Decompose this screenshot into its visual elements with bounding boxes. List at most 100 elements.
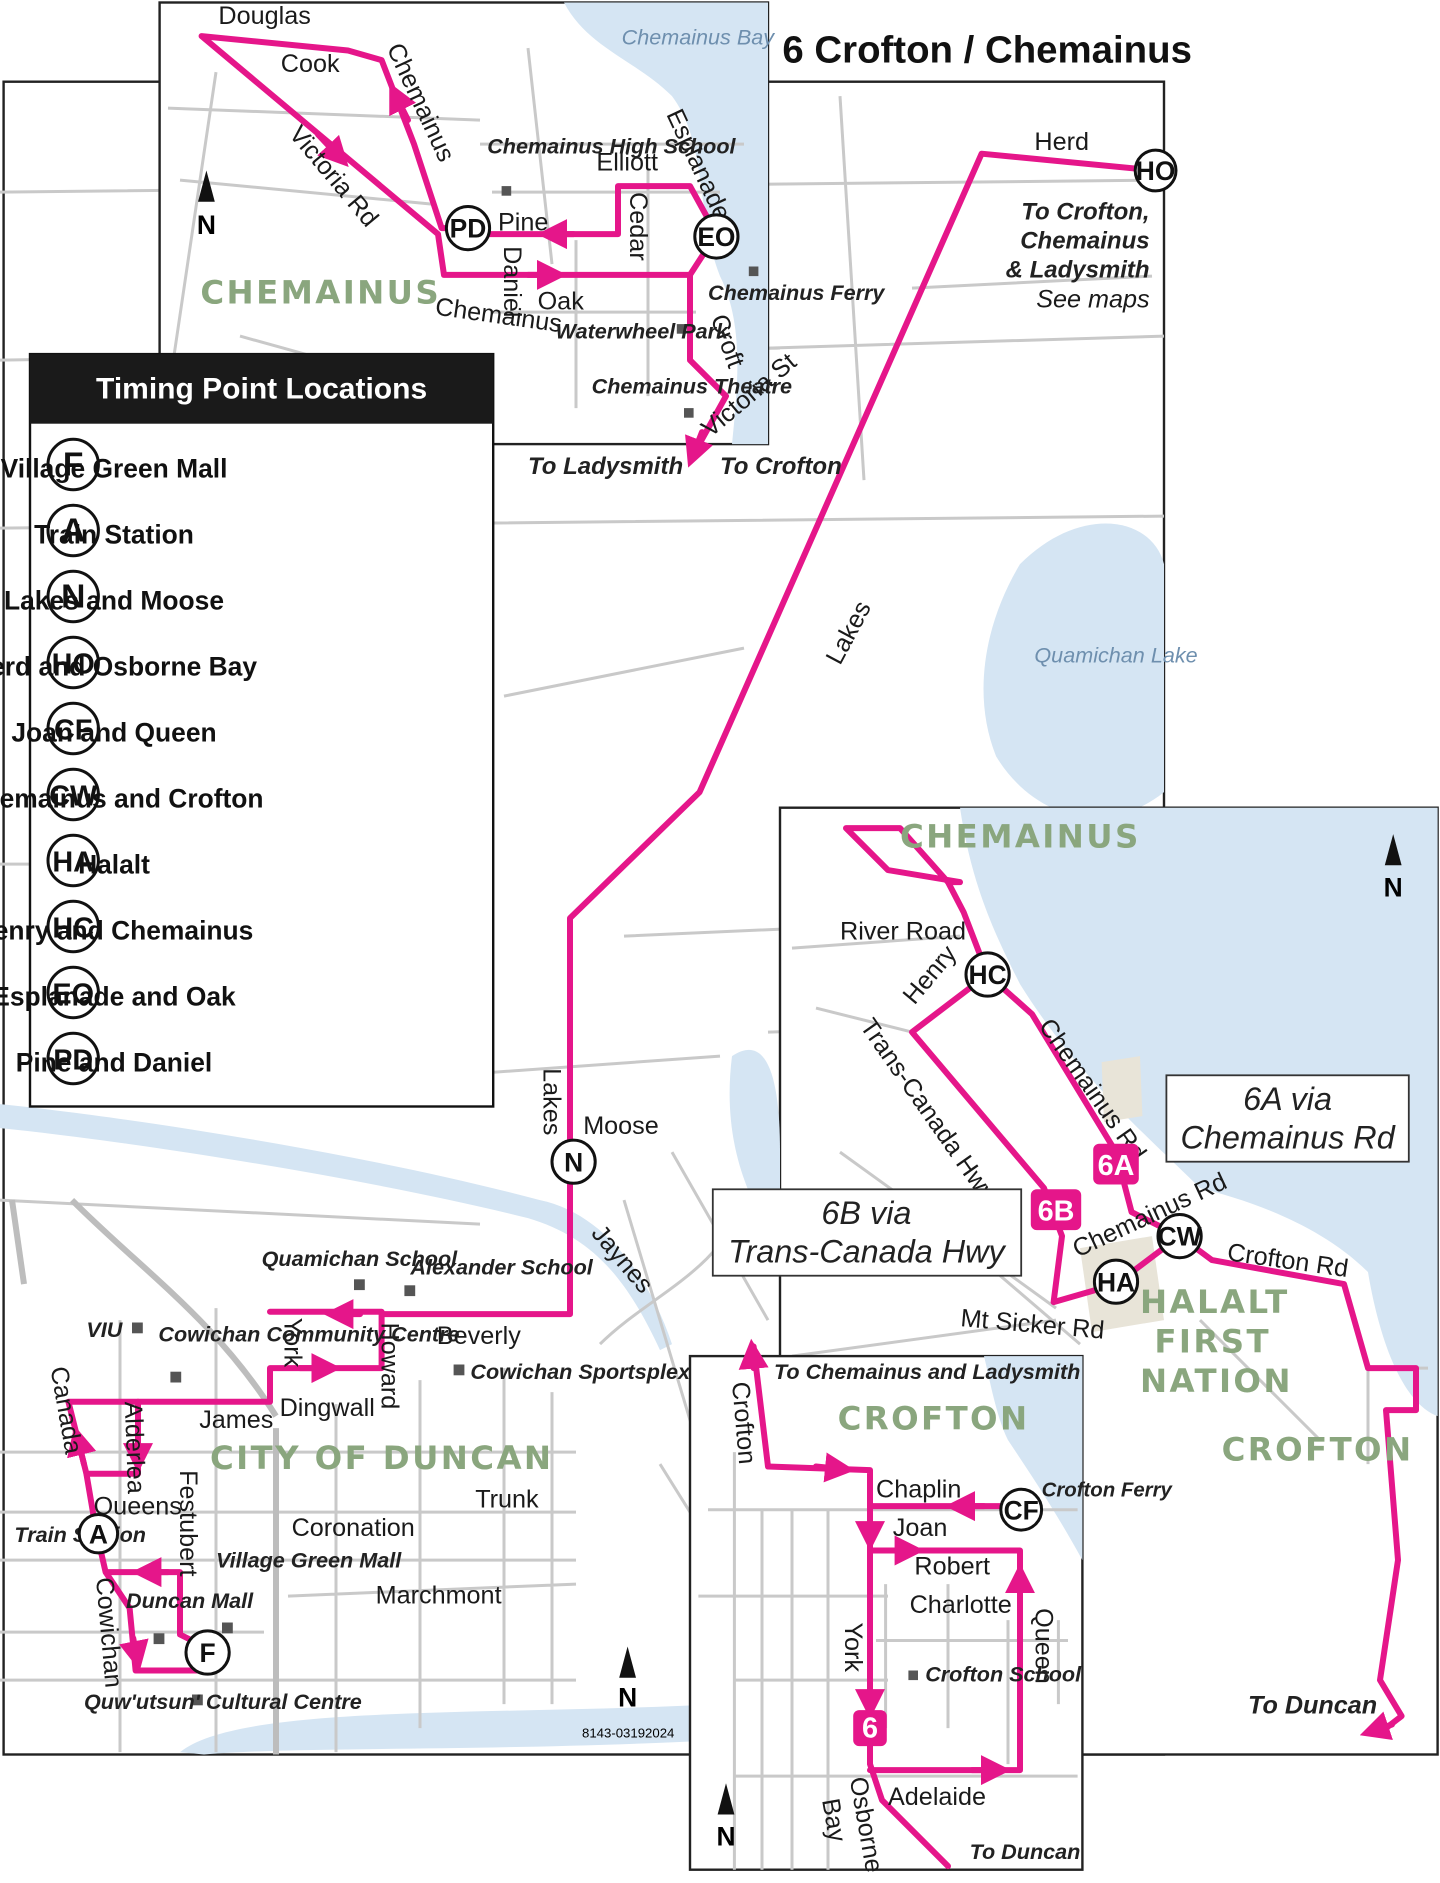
town-label: HALALT: [1140, 1283, 1290, 1321]
timing-point-N: N: [550, 1138, 597, 1185]
legend-label: Henry and Chemainus: [0, 916, 253, 946]
legend-code: F: [63, 446, 84, 483]
timing-point-CF: CF: [999, 1487, 1044, 1532]
timing-point-icon: [46, 437, 100, 492]
route-badge-6b: 6B: [1030, 1189, 1082, 1231]
svg-text:N: N: [1384, 873, 1403, 903]
town-label: CHEMAINUS: [900, 817, 1141, 855]
route-badge-6a: 6A: [1093, 1143, 1139, 1185]
variant-6a-callout: [1165, 1074, 1410, 1163]
street-label: Herd: [1034, 128, 1089, 156]
street-label: Crofton: [726, 1381, 761, 1466]
north-arrow-icon: N: [618, 1646, 637, 1713]
timing-point-HC: HC: [964, 951, 1011, 998]
variant-6a-line1: 6A via: [1243, 1081, 1332, 1117]
svg-text:EO: EO: [697, 222, 735, 252]
legend-title: Timing Point Locations: [96, 373, 427, 406]
street-label: Festubert: [174, 1470, 202, 1576]
variant-6b-callout: [711, 1188, 1023, 1277]
street-label: Oak: [538, 288, 585, 316]
to-label: To Duncan: [970, 1839, 1081, 1864]
place-label: Duncan Mall: [126, 1588, 254, 1613]
street-label: Dingwall: [280, 1394, 375, 1422]
legend-code: HA: [52, 846, 94, 878]
north-arrow-icon: N: [197, 170, 216, 240]
street-label: Howard: [376, 1323, 404, 1410]
street-label: Elliott: [596, 149, 658, 177]
legend-label: Halalt: [78, 850, 150, 880]
svg-text:A: A: [89, 1519, 108, 1549]
legend-label: Train Station: [34, 520, 194, 550]
svg-text:HA: HA: [1097, 1267, 1135, 1297]
street-label: James: [199, 1406, 273, 1434]
svg-text:F: F: [200, 1638, 216, 1668]
street-label: Trunk: [475, 1485, 539, 1513]
legend-code: A: [61, 512, 85, 549]
legend-code: HC: [52, 912, 94, 944]
place-label: Waterwheel Park: [556, 319, 729, 344]
svg-text:6A: 6A: [1098, 1150, 1135, 1182]
timing-point-icon: [46, 701, 100, 756]
legend-item: HOHerd and Osborne Bay: [0, 635, 257, 690]
street-label: Cedar: [624, 192, 652, 261]
map-title: 6 Crofton / Chemainus: [782, 29, 1192, 72]
street-label: Moose: [583, 1112, 659, 1140]
timing-point-icon: [46, 965, 100, 1020]
timing-point-HO: HO: [1133, 148, 1178, 193]
svg-text:HC: HC: [969, 960, 1007, 990]
street-label: Douglas: [218, 2, 310, 30]
street-label: Cook: [281, 50, 340, 78]
to-note: & Ladysmith: [1006, 256, 1150, 283]
legend-code: CW: [49, 780, 98, 812]
crofton-inset: Crofton Chaplin Joan Robert Charlotte Yo…: [688, 1338, 1174, 1875]
street-label: Lakes: [538, 1068, 566, 1135]
town-label: CHEMAINUS: [200, 274, 441, 312]
quamichan-lake: [983, 523, 1164, 818]
timing-point-icon: [46, 1031, 100, 1086]
street-label: Joan: [893, 1514, 948, 1542]
street-label: Beverly: [437, 1322, 521, 1350]
timing-point-A: A: [77, 1513, 120, 1555]
to-label: To Ladysmith: [528, 453, 683, 480]
timing-point-CW: CW: [1156, 1213, 1203, 1260]
place-label: Village Green Mall: [216, 1547, 402, 1572]
street-label: Queen: [1030, 1608, 1058, 1684]
svg-text:N: N: [618, 1683, 637, 1713]
street-label: Pine: [498, 209, 548, 237]
route-badge-6: 6: [853, 1710, 887, 1747]
legend-label: Herd and Osborne Bay: [0, 652, 257, 682]
to-note: To Crofton,: [1021, 199, 1149, 226]
town-label: CROFTON: [1222, 1431, 1414, 1469]
map-code: 8143-03192024: [582, 1726, 674, 1741]
water-label: Chemainus Bay: [622, 25, 776, 50]
street-label: Daniel: [498, 246, 526, 317]
legend-code: CF: [54, 714, 92, 746]
legend-code: HO: [52, 648, 95, 680]
place-label: Cowichan Community Centre: [158, 1322, 459, 1347]
variant-6a-line2: Chemainus Rd: [1180, 1120, 1395, 1156]
legend-label: Lakes and Moose: [4, 586, 224, 616]
legend-label: Village Green Mall: [1, 454, 228, 484]
svg-text:CW: CW: [1158, 1222, 1202, 1252]
place-label: VIU: [86, 1317, 123, 1342]
variant-6b-line2: Trans-Canada Hwy: [728, 1234, 1006, 1270]
timing-point-icon: [46, 899, 100, 954]
legend-item: CWChemainus and Crofton: [0, 767, 264, 822]
legend-code: N: [61, 578, 85, 615]
north-arrow-icon: N: [1384, 834, 1403, 903]
timing-point-EO: EO: [693, 213, 740, 260]
town-label: FIRST: [1154, 1323, 1271, 1361]
to-label: To Duncan: [1248, 1692, 1377, 1720]
north-arrow-icon: N: [716, 1783, 736, 1852]
timing-point-PD: PD: [444, 205, 492, 252]
legend-label: Pine and Daniel: [16, 1048, 213, 1078]
timing-point-F: F: [184, 1629, 231, 1676]
timing-point-icon: [46, 767, 100, 822]
place-label: Crofton School: [925, 1661, 1082, 1686]
